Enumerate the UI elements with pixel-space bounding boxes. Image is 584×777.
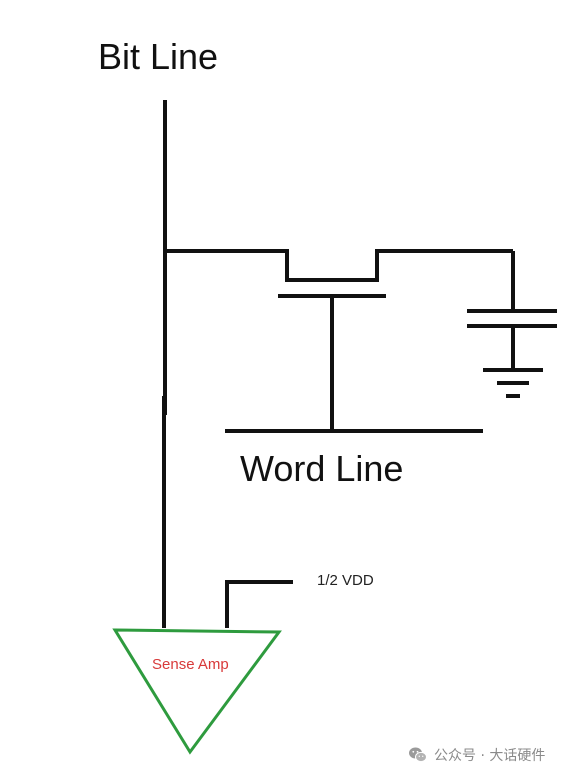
word-line-label: Word Line: [240, 448, 404, 489]
wechat-icon: [409, 747, 427, 763]
sense-amp-triangle: [112, 628, 282, 755]
vdd-label: 1/2 VDD: [317, 572, 374, 589]
vdd-reference-wire: [225, 580, 293, 628]
bit-line-label: Bit Line: [98, 36, 219, 77]
watermark-text: 公众号 · 大话硬件: [434, 748, 546, 764]
transistor-source-wire: [165, 249, 513, 282]
watermark: 公众号 · 大话硬件: [408, 744, 545, 766]
sense-amp-label: Sense Amp: [152, 656, 229, 673]
